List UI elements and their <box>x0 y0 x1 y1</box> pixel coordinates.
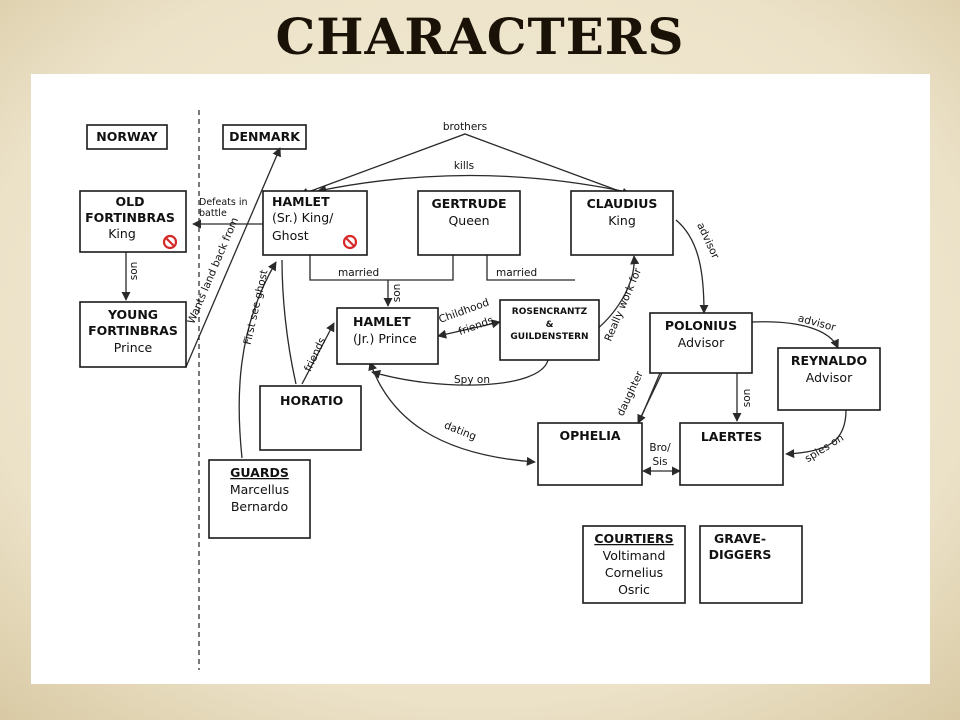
node-gertrude: GERTRUDE Queen <box>417 190 521 256</box>
edge-married <box>309 255 454 281</box>
label-dating: dating <box>442 419 478 443</box>
svg-text:GERTRUDE: GERTRUDE <box>431 196 506 211</box>
no-entry-icon <box>162 234 178 250</box>
node-horatio: HORATIO <box>259 385 362 451</box>
node-hamlet-sr: HAMLET (Sr.) King/ Ghost <box>262 190 368 256</box>
svg-text:FORTINBRAS: FORTINBRAS <box>85 210 175 225</box>
svg-text:OPHELIA: OPHELIA <box>559 428 620 443</box>
label-friends: friends <box>302 336 328 374</box>
label-really-work: Really work for <box>602 266 644 343</box>
svg-text:DIGGERS: DIGGERS <box>709 547 772 562</box>
svg-text:Marcellus: Marcellus <box>230 482 289 497</box>
page-title: CHARACTERS <box>275 7 685 66</box>
label-first-see-ghost: First see ghost <box>242 269 271 346</box>
edge-advisor-reynaldo <box>751 321 839 349</box>
edges <box>121 133 847 476</box>
svg-text:GRAVE-: GRAVE- <box>714 531 766 546</box>
label-defeats-1: Defeats in <box>199 197 248 208</box>
node-ophelia: OPHELIA <box>537 422 643 486</box>
svg-text:(Jr.) Prince: (Jr.) Prince <box>353 331 417 346</box>
label-kills: kills <box>454 160 474 172</box>
label-daughter: daughter <box>615 369 646 418</box>
node-hamlet-jr: HAMLET (Jr.) Prince <box>336 307 439 365</box>
label-son-hamlet: son <box>391 284 403 303</box>
svg-text:NORWAY: NORWAY <box>96 129 158 144</box>
no-entry-icon <box>342 234 358 250</box>
edge-really-work <box>595 255 640 331</box>
label-defeats-2: battle <box>199 208 227 219</box>
node-old-fortinbras: OLD FORTINBRAS King <box>79 190 187 253</box>
svg-text:LAERTES: LAERTES <box>701 429 762 444</box>
svg-text:&: & <box>546 320 554 330</box>
svg-text:Cornelius: Cornelius <box>605 565 663 580</box>
svg-text:Ghost: Ghost <box>272 228 309 243</box>
node-guards: GUARDS Marcellus Bernardo <box>208 459 311 539</box>
node-polonius: POLONIUS Advisor <box>649 312 753 374</box>
svg-text:King: King <box>608 213 636 228</box>
edge-wants-land <box>185 147 281 368</box>
region-denmark: DENMARK <box>222 124 307 150</box>
svg-text:FORTINBRAS: FORTINBRAS <box>88 323 178 338</box>
edge-dating <box>368 361 536 466</box>
node-laertes: LAERTES <box>679 422 784 486</box>
label-bro-sis-1: Bro/ <box>649 442 671 454</box>
label-brothers: brothers <box>443 121 487 133</box>
node-courtiers: COURTIERS Voltimand Cornelius Osric <box>582 525 686 604</box>
svg-text:YOUNG: YOUNG <box>107 307 158 322</box>
svg-text:DENMARK: DENMARK <box>229 129 301 144</box>
svg-text:GUILDENSTERN: GUILDENSTERN <box>510 332 588 342</box>
svg-text:Osric: Osric <box>618 582 650 597</box>
svg-text:POLONIUS: POLONIUS <box>665 318 737 333</box>
node-rosencrantz-guildenstern: ROSENCRANTZ & GUILDENSTERN <box>499 299 600 361</box>
node-reynaldo: REYNALDO Advisor <box>777 347 881 411</box>
label-spy-on: Spy on <box>454 374 490 386</box>
svg-text:COURTIERS: COURTIERS <box>594 531 673 546</box>
edge-advisor-claudius <box>675 219 709 314</box>
svg-text:Advisor: Advisor <box>806 370 853 385</box>
node-claudius: CLAUDIUS King <box>570 190 674 256</box>
region-norway: NORWAY <box>86 124 168 150</box>
node-gravediggers: GRAVE- DIGGERS <box>699 525 803 604</box>
svg-text:Prince: Prince <box>114 340 153 355</box>
edge-polonius-laertes <box>639 372 661 421</box>
svg-text:Advisor: Advisor <box>678 335 725 350</box>
svg-text:CLAUDIUS: CLAUDIUS <box>587 196 658 211</box>
edge-horatio-ghost <box>281 259 297 385</box>
edge-married-right <box>486 255 575 281</box>
svg-text:HAMLET: HAMLET <box>353 314 411 329</box>
edge-labels: brothers kills Defeats in battle son Wan… <box>128 121 846 468</box>
label-son-polonius: son <box>741 389 753 408</box>
svg-text:OLD: OLD <box>116 194 145 209</box>
edge-kills <box>317 174 623 194</box>
edge-first-see-ghost <box>238 261 277 459</box>
edge-childhood <box>437 319 501 339</box>
svg-text:Queen: Queen <box>448 213 489 228</box>
label-bro-sis-2: Sis <box>652 456 667 468</box>
edge-friends <box>301 322 335 385</box>
svg-text:HAMLET: HAMLET <box>272 194 330 209</box>
label-spies-on: spies on <box>803 432 846 465</box>
edge-brothers <box>299 133 631 197</box>
edge-spies-on <box>785 409 847 459</box>
svg-text:Voltimand: Voltimand <box>603 548 666 563</box>
node-young-fortinbras: YOUNG FORTINBRAS Prince <box>79 301 187 368</box>
label-wants-land: Wants land back from <box>185 216 241 326</box>
svg-text:REYNALDO: REYNALDO <box>791 353 867 368</box>
svg-text:King: King <box>108 226 136 241</box>
svg-text:ROSENCRANTZ: ROSENCRANTZ <box>512 307 588 317</box>
svg-text:Bernardo: Bernardo <box>231 499 288 514</box>
svg-text:(Sr.) King/: (Sr.) King/ <box>272 210 334 225</box>
label-advisor-reynaldo: advisor <box>797 312 838 334</box>
label-married-left: married <box>338 267 379 279</box>
svg-text:HORATIO: HORATIO <box>280 393 343 408</box>
label-son-norway: son <box>128 262 140 281</box>
svg-text:GUARDS: GUARDS <box>230 465 289 480</box>
label-married-right: married <box>496 267 537 279</box>
